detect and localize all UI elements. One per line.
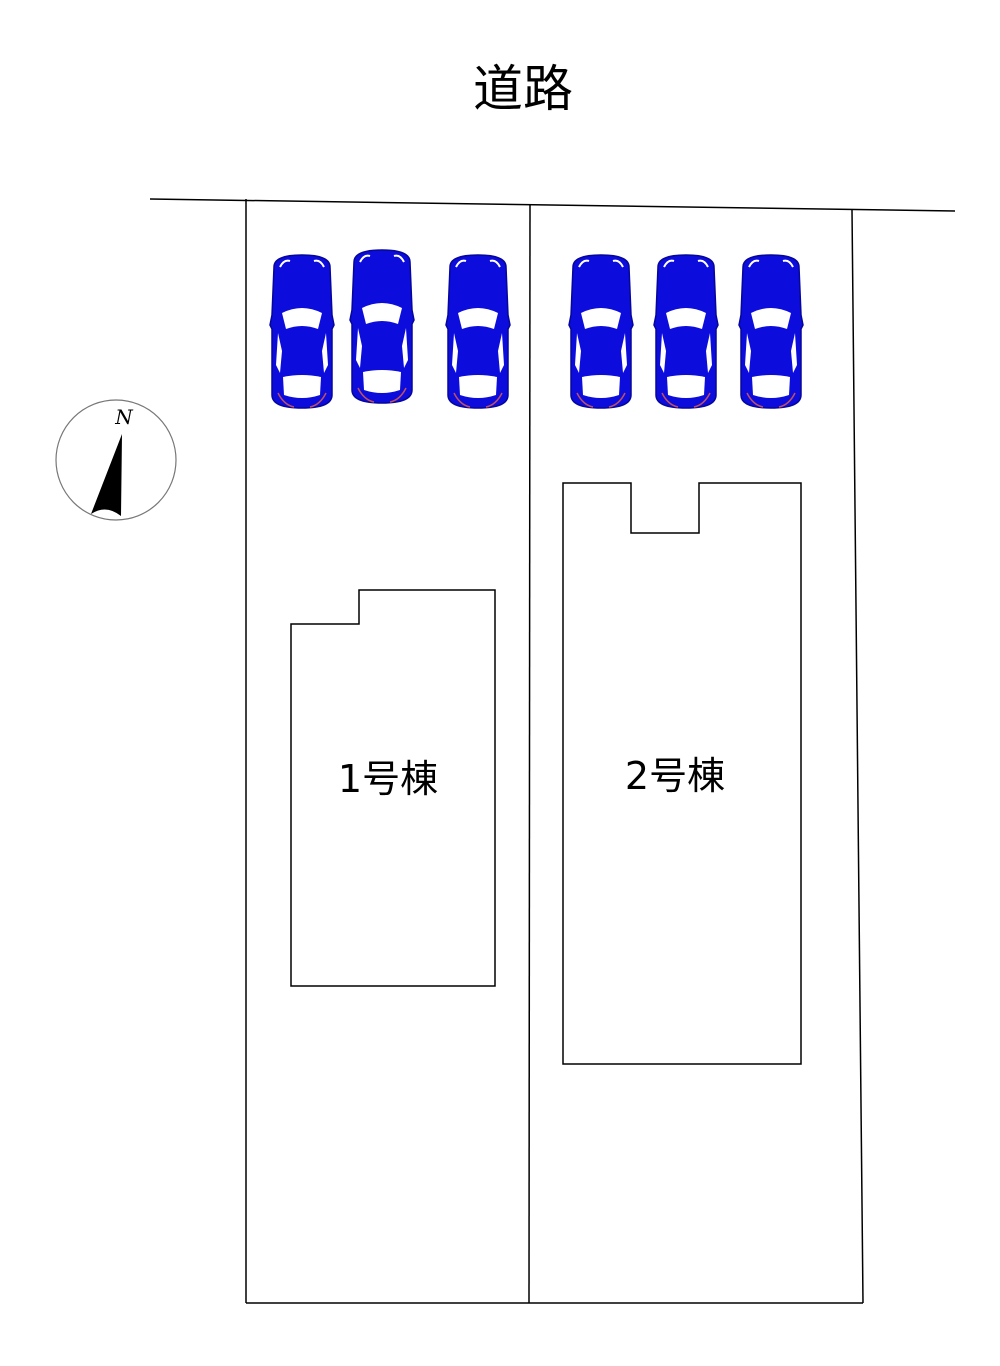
building-1-label: 1号棟 [338,757,438,801]
lot-divider [528,204,531,1304]
car-icon [349,249,415,404]
building-2-outline [562,482,802,1065]
building-1: 1号棟 [290,589,496,987]
building-1-outline [290,589,496,987]
north-arrow-icon [91,434,122,516]
car-icon [269,254,335,409]
parking-cars [269,249,804,409]
car-icon [445,254,511,409]
road-boundary-line [149,198,956,212]
building-2: 2号棟 [562,482,802,1065]
road-label: 道路 [473,60,573,118]
building-2-label: 2号棟 [625,754,725,798]
north-label: N [114,405,134,429]
car-icon [568,254,634,409]
lot-boundary-right [851,209,864,1304]
car-icon [738,254,804,409]
car-icon [653,254,719,409]
compass: N [55,399,177,521]
